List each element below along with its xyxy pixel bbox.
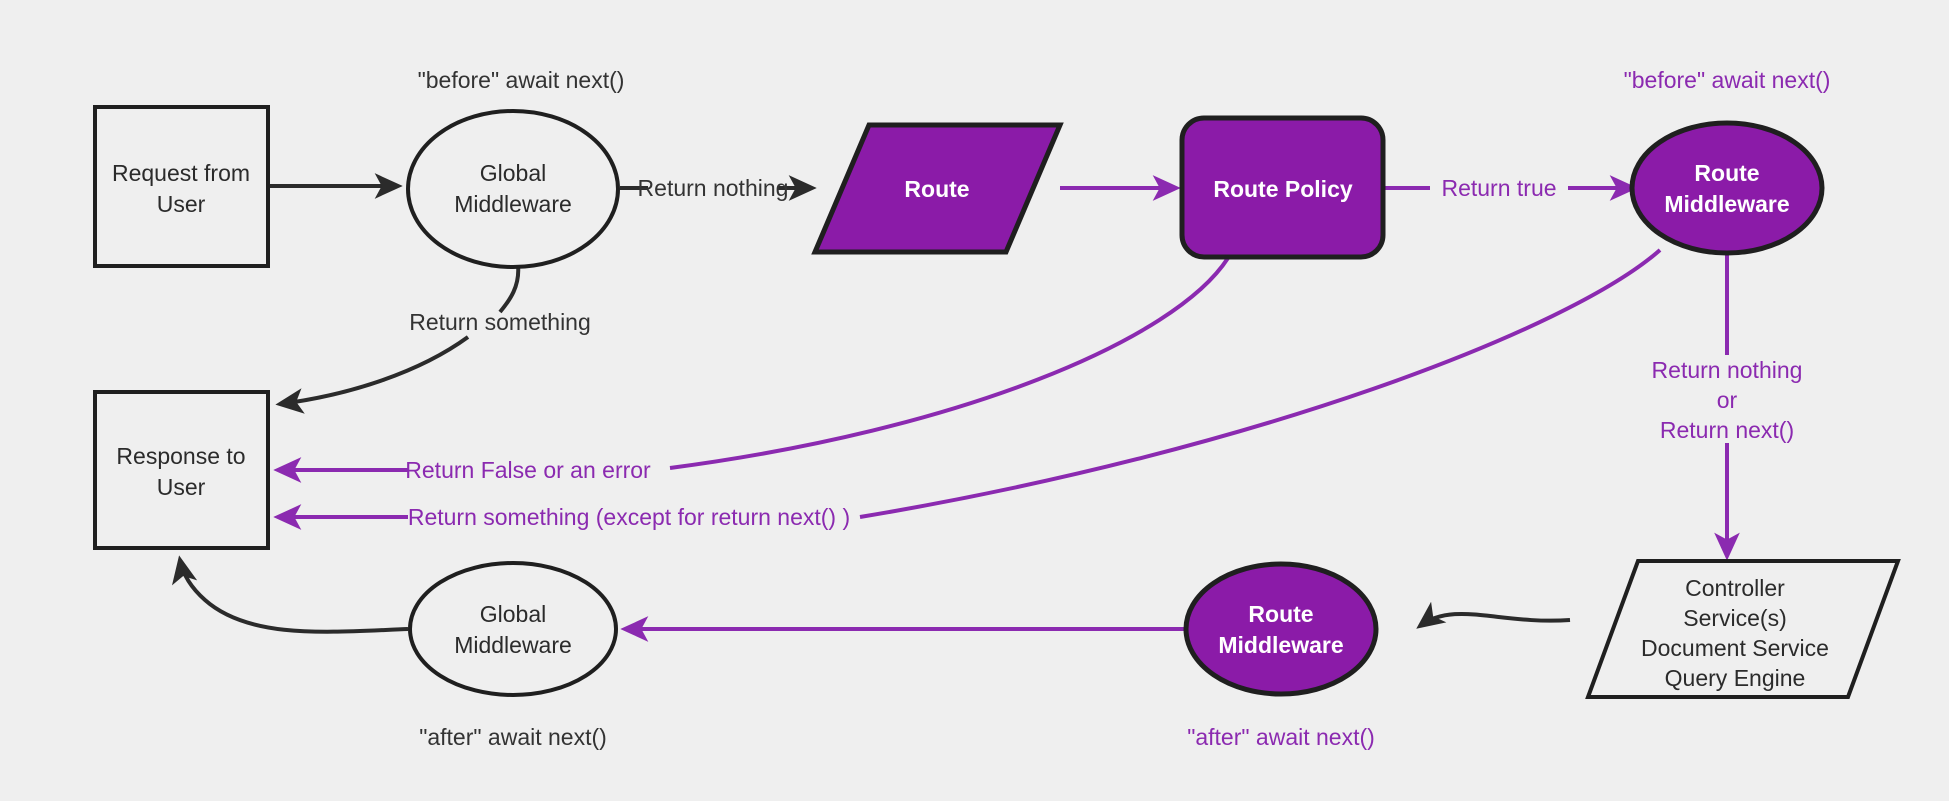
edge-label-return-nothing-or-next-line2: or <box>1717 387 1738 413</box>
global-middleware-bottom-ellipse[interactable] <box>408 561 618 697</box>
response-to-user-label-line1: Response to <box>116 443 245 469</box>
node-response-to-user[interactable]: Response to User <box>93 390 270 550</box>
request-from-user-label-line2: User <box>157 191 206 217</box>
route-middleware-bottom-label-line2: Middleware <box>1218 632 1343 658</box>
edge-return-something-to-response <box>275 335 470 414</box>
edge-controller-to-route-middleware-bottom <box>1416 601 1571 629</box>
global-middleware-top-ellipse[interactable] <box>406 109 620 269</box>
edge-label-return-nothing: Return nothing <box>638 175 789 201</box>
node-request-from-user[interactable]: Request from User <box>93 105 270 268</box>
edge-global-middleware-return-something-stub <box>498 264 521 314</box>
node-route-policy[interactable]: Route Policy <box>1179 115 1386 260</box>
edge-label-return-something-except-next: Return something (except for return next… <box>408 504 850 530</box>
edge-global-middleware-bottom-to-response <box>171 555 409 634</box>
note-after-await-next-left: "after" await next() <box>419 724 607 750</box>
request-from-user-box[interactable] <box>93 105 270 268</box>
route-policy-label: Route Policy <box>1213 176 1353 202</box>
node-route-middleware-bottom[interactable]: Route Middleware <box>1183 561 1379 697</box>
edge-label-return-true: Return true <box>1441 175 1556 201</box>
route-policy-box[interactable] <box>1179 115 1386 260</box>
note-before-await-next-right: "before" await next() <box>1624 67 1831 93</box>
global-middleware-bottom-label-line1: Global <box>480 601 546 627</box>
note-after-await-next-right: "after" await next() <box>1187 724 1375 750</box>
route-middleware-top-label-line2: Middleware <box>1664 191 1789 217</box>
edge-route-policy-false-curve <box>669 256 1230 470</box>
route-middleware-bottom-ellipse[interactable] <box>1183 561 1379 697</box>
edge-label-return-nothing-or-next-line1: Return nothing <box>1652 357 1803 383</box>
route-middleware-top-label-line1: Route <box>1694 160 1759 186</box>
node-route-middleware-top[interactable]: Route Middleware <box>1629 120 1825 256</box>
route-parallelogram[interactable] <box>811 122 1064 255</box>
route-middleware-bottom-label-line1: Route <box>1248 601 1313 627</box>
response-to-user-label-line2: User <box>157 474 206 500</box>
note-before-await-next-left: "before" await next() <box>418 67 625 93</box>
route-label: Route <box>904 176 969 202</box>
controller-parallelogram[interactable] <box>1585 559 1901 699</box>
controller-label-line2: Service(s) <box>1683 605 1787 631</box>
controller-label-line3: Document Service <box>1641 635 1829 661</box>
global-middleware-top-label-line1: Global <box>480 160 546 186</box>
edge-label-return-something: Return something <box>409 309 591 335</box>
edge-label-return-nothing-or-next-line3: Return next() <box>1660 417 1794 443</box>
edge-route-middleware-return-something-curve <box>859 248 1662 519</box>
node-global-middleware-bottom[interactable]: Global Middleware <box>408 561 618 697</box>
request-from-user-label-line1: Request from <box>112 160 250 186</box>
global-middleware-bottom-label-line2: Middleware <box>454 632 572 658</box>
controller-label-line1: Controller <box>1685 575 1785 601</box>
route-middleware-top-ellipse[interactable] <box>1629 120 1825 256</box>
controller-label-line4: Query Engine <box>1665 665 1806 691</box>
node-controller[interactable]: Controller Service(s) Document Service Q… <box>1585 559 1901 699</box>
edge-label-return-false-or-error: Return False or an error <box>405 457 651 483</box>
node-route[interactable]: Route <box>811 122 1064 255</box>
global-middleware-top-label-line2: Middleware <box>454 191 572 217</box>
node-global-middleware-top[interactable]: Global Middleware <box>406 109 620 269</box>
response-to-user-box[interactable] <box>93 390 270 550</box>
